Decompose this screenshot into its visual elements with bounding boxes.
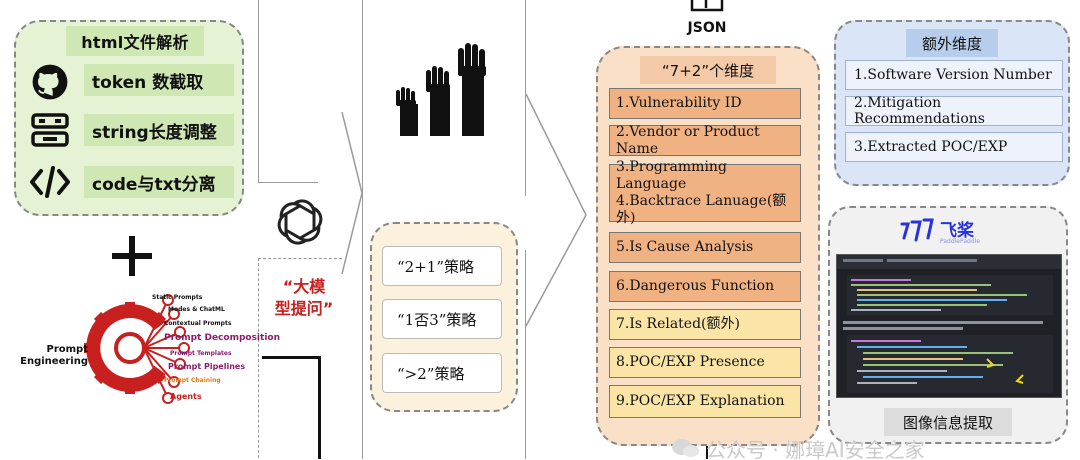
dimension-item: 3.Programming Language 4.Backtrace Lanua…: [609, 159, 801, 226]
plus-icon: [112, 236, 152, 276]
code-icon: [28, 162, 72, 202]
html-item-label: token 数截取: [92, 72, 204, 93]
branch-label: Static Prompts: [152, 294, 203, 301]
watermark: 公众号 · 娜璋AI安全之家: [670, 436, 1080, 460]
code-screenshot-image: [837, 255, 1061, 393]
paddlepaddle-logo-icon: [900, 218, 934, 242]
dimension-label: 6.Dangerous Function: [616, 278, 775, 294]
arrow-chevron: [525, 93, 587, 327]
openai-icon: [277, 199, 323, 245]
flow-line: [258, 182, 318, 183]
llm-prompt-frame: [258, 258, 342, 458]
branch-label: Prompt Templates: [170, 350, 232, 357]
extra-dimensions-title: 额外维度: [906, 29, 998, 57]
paddle-logo-subtext: PaddlePaddle: [940, 238, 981, 245]
dimension-item: 2.Vendor or Product Name: [609, 123, 801, 157]
dimensions-title: “7+2”个维度: [640, 56, 776, 84]
watermark-text: 公众号 · 娜璋AI安全之家: [706, 437, 925, 460]
dimension-item: 5.Is Cause Analysis: [609, 232, 801, 263]
code-screenshot: [836, 254, 1062, 398]
dimension-label: 7.Is Related(额外): [616, 316, 740, 332]
html-parsing-title: html文件解析: [66, 26, 204, 56]
html-item-token: token 数截取: [84, 64, 234, 96]
flow-line: [318, 356, 321, 459]
prompt-engineering-label: Prompt Engineering: [20, 344, 88, 367]
extra-dimension-label: 2.Mitigation Recommendations: [854, 95, 985, 127]
dimension-item: 6.Dangerous Function: [609, 271, 801, 302]
arrow-chevron: [341, 111, 363, 275]
dimension-label: 5.Is Cause Analysis: [616, 239, 754, 255]
dimension-label: 3.Programming Language: [616, 159, 727, 192]
dimension-item: 9.POC/EXP Explanation: [609, 385, 801, 418]
extra-dimension-label: 3.Extracted POC/EXP: [854, 139, 1008, 155]
strategy-label: “>2”策略: [397, 364, 465, 383]
dimension-item: 7.Is Related(额外): [609, 309, 801, 340]
json-label: JSON: [687, 20, 727, 36]
resize-icon: [28, 110, 72, 150]
voting-hands-icon: [396, 43, 486, 136]
dimension-item: 1.Vulnerability ID: [609, 88, 801, 119]
strategy-label: “2+1”策略: [397, 257, 474, 276]
extra-dimension-item: 3.Extracted POC/EXP: [845, 132, 1063, 162]
strategy-item: “>2”策略: [382, 353, 502, 393]
html-item-string: string长度调整: [84, 114, 234, 146]
extra-dimension-item: 2.Mitigation Recommendations: [845, 95, 1063, 127]
dimension-label: 9.POC/EXP Explanation: [616, 393, 785, 409]
strategy-item: “1否3”策略: [382, 299, 502, 339]
branch-label: Prompt Pipelines: [168, 362, 246, 371]
branch-label: Prompt Decomposition: [164, 333, 280, 343]
branch-label: Contextual Prompts: [164, 320, 232, 327]
dimension-label: 4.Backtrace Lanuage(额外): [616, 193, 787, 226]
github-icon: [28, 62, 72, 102]
html-item-label: code与txt分离: [92, 174, 216, 195]
json-file-icon: [690, 0, 724, 12]
llm-prompt-label: “大模 型提问”: [274, 277, 334, 318]
flow-line: [525, 250, 526, 459]
wechat-icon: [672, 439, 699, 457]
paddle-logo-text: 飞桨: [940, 221, 974, 241]
dimension-label: 2.Vendor or Product Name: [616, 123, 760, 157]
flow-line: [706, 440, 708, 459]
extra-dimension-label: 1.Software Version Number: [854, 67, 1052, 83]
dimension-label: 8.POC/EXP Presence: [616, 354, 765, 370]
dimension-label: 1.Vulnerability ID: [616, 95, 742, 111]
branch-label: Modes & ChatML: [168, 306, 225, 313]
flow-line: [262, 356, 320, 359]
extra-dimension-item: 1.Software Version Number: [845, 60, 1063, 90]
flow-line: [362, 0, 363, 459]
strategy-label: “1否3”策略: [397, 310, 477, 329]
flow-line: [258, 0, 259, 182]
flow-line: [525, 0, 526, 196]
html-item-label: string长度调整: [92, 122, 217, 143]
dimension-item: 8.POC/EXP Presence: [609, 347, 801, 378]
branch-label: Agents: [170, 392, 202, 401]
branch-label: Prompt Chaining: [164, 377, 221, 384]
strategy-item: “2+1”策略: [382, 246, 502, 286]
prompt-engineering-diagram: [84, 294, 190, 404]
html-item-code: code与txt分离: [84, 166, 234, 198]
image-extraction-caption: 图像信息提取: [884, 408, 1012, 436]
